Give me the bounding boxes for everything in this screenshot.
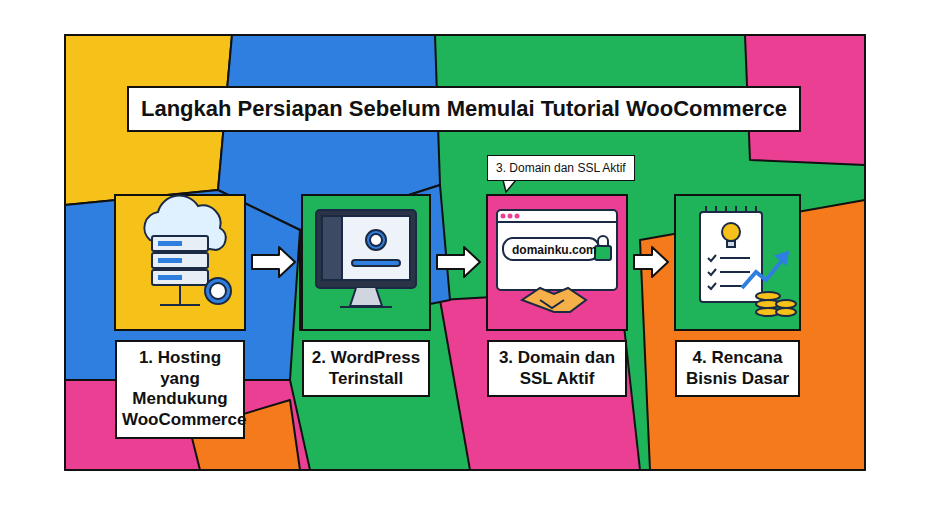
callout-label: 3. Domain dan SSL Aktif — [487, 155, 635, 181]
step-label: 1. Hosting yang Mendukung WooCommerce — [115, 340, 245, 439]
step-node: 2. WordPress Terinstall — [302, 195, 430, 397]
step-node: 3. Domain dan SSL Aktif — [487, 195, 627, 397]
url-text: domainku.com — [512, 243, 597, 257]
step-label: 2. WordPress Terinstall — [302, 340, 430, 397]
flow-arrow — [252, 247, 295, 277]
step-label: 4. Rencana Bisnis Dasar — [675, 340, 800, 397]
flow-arrow — [634, 247, 668, 277]
flow-arrow — [437, 247, 480, 277]
step-label: 3. Domain dan SSL Aktif — [487, 340, 627, 397]
step-node: 4. Rencana Bisnis Dasar — [675, 195, 800, 397]
diagram-title: Langkah Persiapan Sebelum Memulai Tutori… — [127, 86, 801, 132]
step-node: 1. Hosting yang Mendukung WooCommerce — [115, 195, 245, 439]
